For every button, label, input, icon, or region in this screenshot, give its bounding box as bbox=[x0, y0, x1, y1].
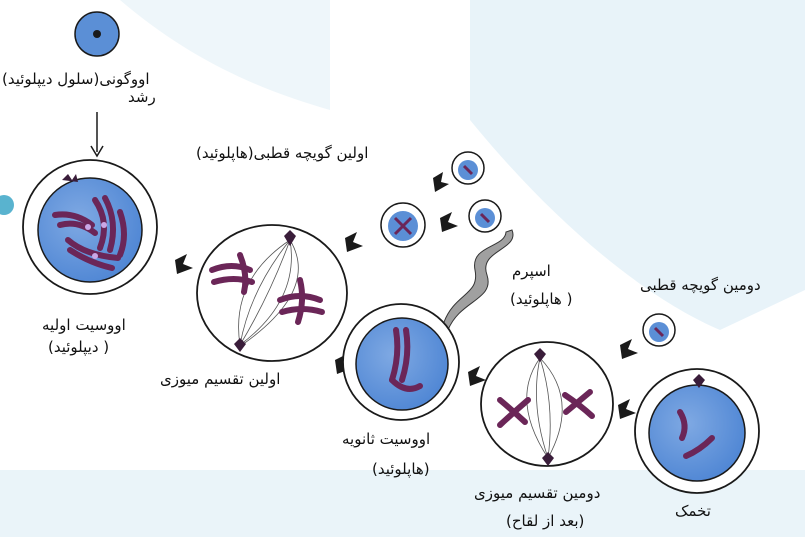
growth-label: رشد bbox=[128, 88, 156, 106]
oogonium-cell bbox=[75, 12, 119, 56]
second-polar-body-label: دومین گویچه قطبی bbox=[640, 276, 761, 294]
meiosis2-label: دومین تقسیم میوزی bbox=[474, 484, 600, 502]
secondary-oocyte-label: اووسیت ثانویه bbox=[342, 430, 430, 448]
oogonia-label: اووگونی(سلول دیپلوئید) bbox=[2, 70, 150, 88]
second-polar-body bbox=[643, 314, 675, 346]
primary-oocyte-cell bbox=[23, 160, 157, 294]
polar-body-a bbox=[452, 152, 484, 184]
polar-body-b bbox=[469, 200, 501, 232]
secondary-oocyte-ploidy: (هاپلوئید) bbox=[372, 460, 430, 478]
ovum-cell bbox=[635, 369, 759, 493]
arrow-icon bbox=[175, 254, 193, 274]
arrow-icon bbox=[620, 339, 638, 359]
primary-oocyte-label: اووسیت اولیه bbox=[42, 316, 126, 334]
meiosis2-cell bbox=[481, 342, 613, 466]
meiosis2-note: (بعد از لقاح) bbox=[506, 512, 584, 530]
arrow-icon bbox=[345, 232, 363, 252]
arrow-icon bbox=[440, 212, 458, 232]
primary-oocyte-ploidy: ( دیپلوئید) bbox=[48, 338, 109, 356]
sperm-label: اسپرم bbox=[512, 262, 551, 280]
secondary-oocyte-cell bbox=[343, 304, 459, 420]
arrow-icon bbox=[468, 366, 486, 386]
first-polar-body-label: اولین گویچه قطبی(هاپلوئید) bbox=[196, 144, 368, 162]
meiosis1-cell bbox=[197, 225, 347, 361]
sperm-ploidy: ( هاپلوئید) bbox=[510, 290, 572, 308]
meiosis1-label: اولین تقسیم میوزی bbox=[160, 370, 280, 388]
first-polar-body bbox=[381, 203, 425, 247]
arrow-icon bbox=[618, 399, 636, 419]
sperm-icon bbox=[438, 230, 513, 335]
ovum-label: تخمک bbox=[675, 502, 711, 520]
arrow-icon bbox=[433, 172, 449, 192]
